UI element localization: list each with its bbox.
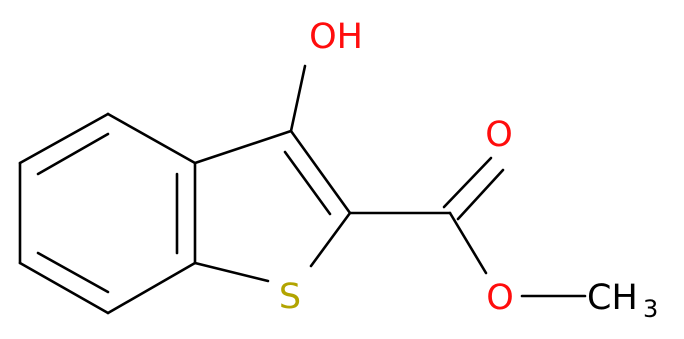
bond-benzene-top-left-inner <box>36 132 110 176</box>
bond-benzene-bottom-left <box>18 261 110 315</box>
bond-benzene-bottom-right <box>106 261 197 315</box>
bond-c3-c2 <box>289 129 352 215</box>
methyl-subscript: 3 <box>643 295 658 323</box>
bond-carbonyl-double-a <box>442 156 493 209</box>
bond-s-c7a <box>193 261 270 283</box>
ester-oxygen-label: O <box>486 278 514 318</box>
carbonyl-oxygen-label: O <box>485 115 513 155</box>
bond-benzene-top-right <box>106 112 197 165</box>
bonds <box>18 64 587 315</box>
hydroxyl-label: OH <box>309 17 363 57</box>
bond-c2-s <box>309 211 352 268</box>
bond-benzene-bottom-left-inner <box>36 251 110 294</box>
sulfur-label: S <box>279 277 301 317</box>
atom-labels: OH O O S CH 3 <box>279 17 658 323</box>
bond-carbonyl-ester-o <box>448 211 488 275</box>
methyl-label: CH <box>587 278 638 318</box>
bond-c3a-c3 <box>193 129 293 165</box>
bond-carbonyl-double-b <box>456 168 505 221</box>
bond-benzene-top-left <box>18 112 110 165</box>
bond-c3-c2-inner <box>283 150 332 216</box>
bond-c3-oh <box>289 64 307 133</box>
